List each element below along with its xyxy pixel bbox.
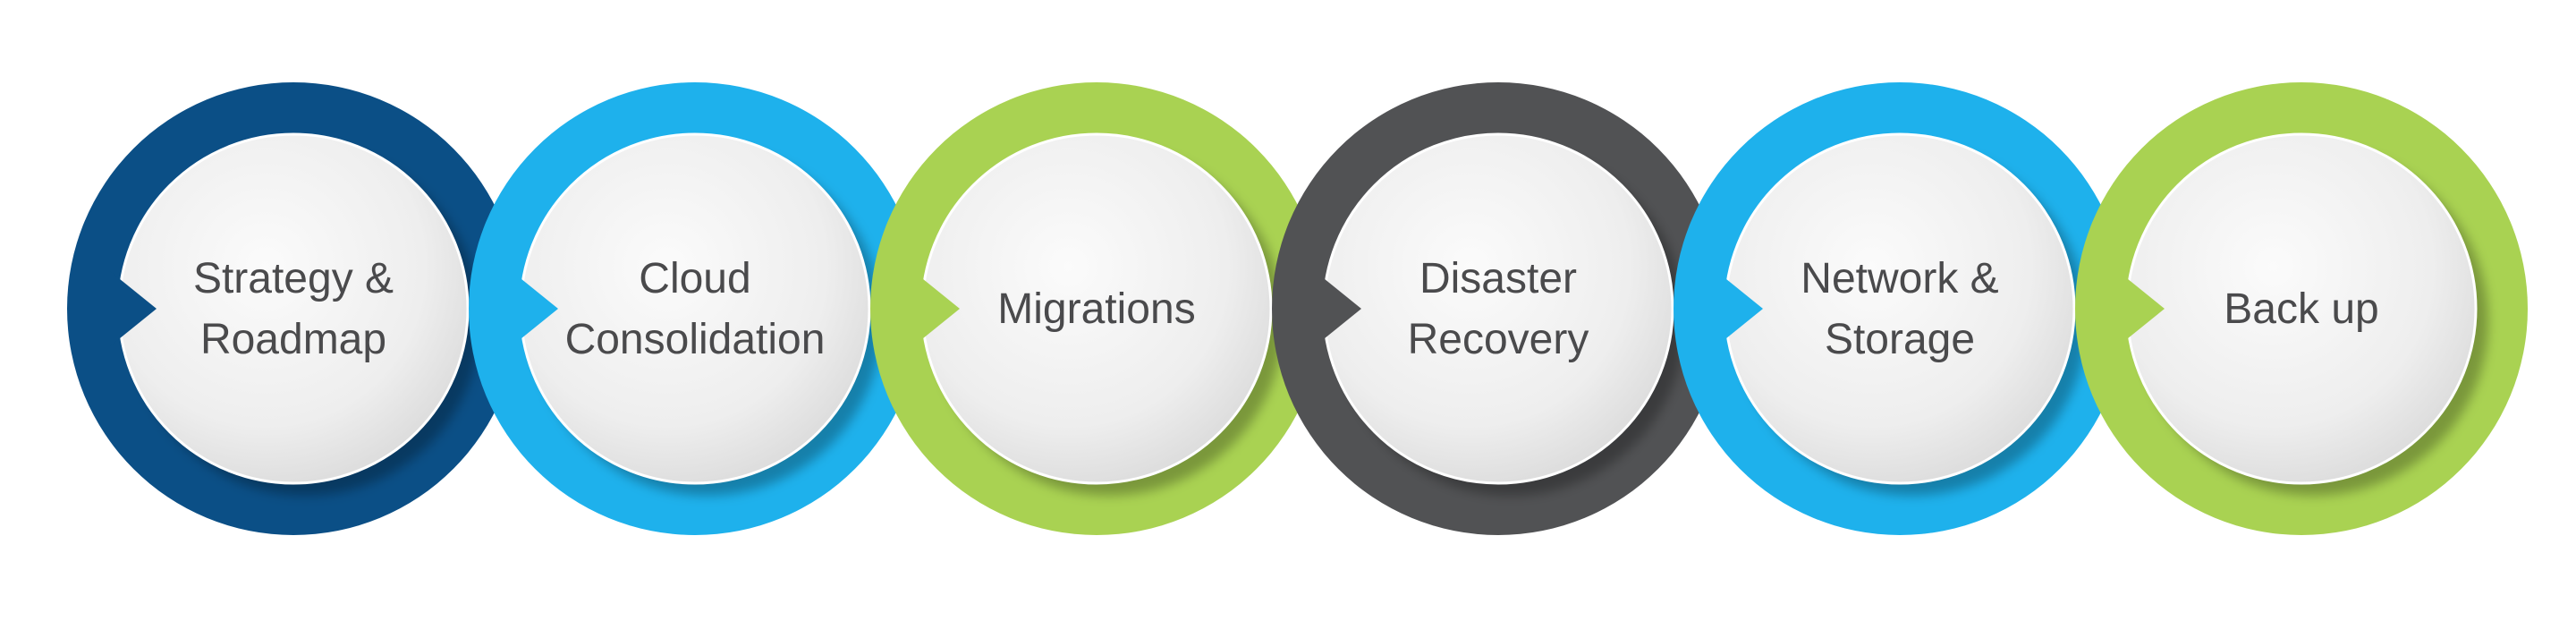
step-6-arrow-notch [2118, 271, 2165, 346]
step-1-label-line: Strategy & [193, 255, 394, 302]
step-3: Migrations [870, 82, 1323, 535]
step-1-label-line: Roadmap [200, 316, 386, 363]
step-1: Strategy & Roadmap [67, 82, 520, 535]
step-5-label-line: Network & [1801, 255, 1998, 302]
step-5-disc [1724, 132, 2076, 485]
step-4-label-line: Disaster [1419, 255, 1577, 302]
step-5: Network & Storage [1674, 82, 2126, 535]
step-1-arrow-notch [110, 271, 157, 346]
step-1-label: Strategy & Roadmap [193, 255, 394, 363]
step-2-disc [519, 132, 871, 485]
step-5-label-line: Storage [1825, 316, 1975, 363]
step-2-label-line: Cloud [639, 255, 750, 302]
step-4-disc [1322, 132, 1674, 485]
step-1-disc [117, 132, 470, 485]
step-2-arrow-notch [512, 271, 558, 346]
step-4-arrow-notch [1315, 271, 1361, 346]
step-5-arrow-notch [1716, 271, 1763, 346]
step-3-label: Migrations [997, 285, 1195, 333]
step-3-arrow-notch [913, 271, 960, 346]
step-2-label-line: Consolidation [565, 316, 826, 363]
step-3-label-line: Migrations [997, 285, 1195, 333]
step-6: Back up [2075, 82, 2528, 535]
step-6-label-line: Back up [2224, 285, 2378, 333]
step-6-label: Back up [2224, 285, 2378, 333]
step-5-label: Network & Storage [1801, 255, 1998, 363]
step-4-label-line: Recovery [1408, 316, 1589, 363]
